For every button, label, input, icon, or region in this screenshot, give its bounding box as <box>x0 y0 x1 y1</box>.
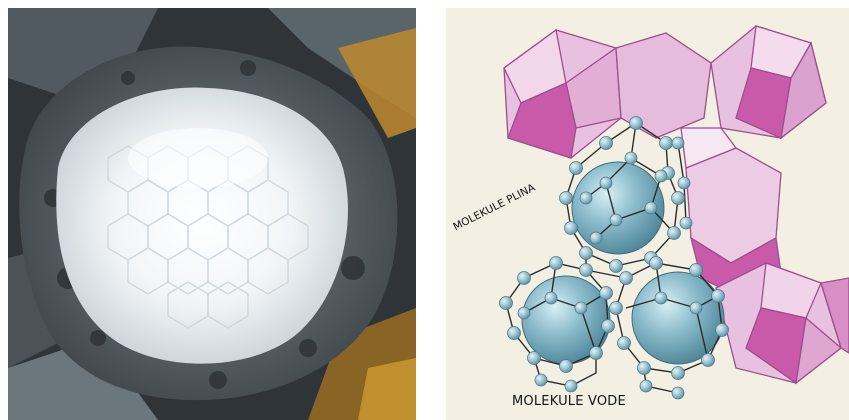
water-molecules-label: MOLEKULE VODE <box>512 394 626 409</box>
clathrate-diagram: MOLEKULE PLINA MOLEKULE VODE <box>446 8 849 420</box>
clathrate-structure-illustration <box>499 25 849 400</box>
cage-lattice <box>503 25 849 385</box>
gas-molecules <box>521 161 725 365</box>
hydrate-photo-illustration <box>8 8 416 420</box>
water-nodes <box>499 116 729 400</box>
hydrate-photo <box>8 8 416 420</box>
